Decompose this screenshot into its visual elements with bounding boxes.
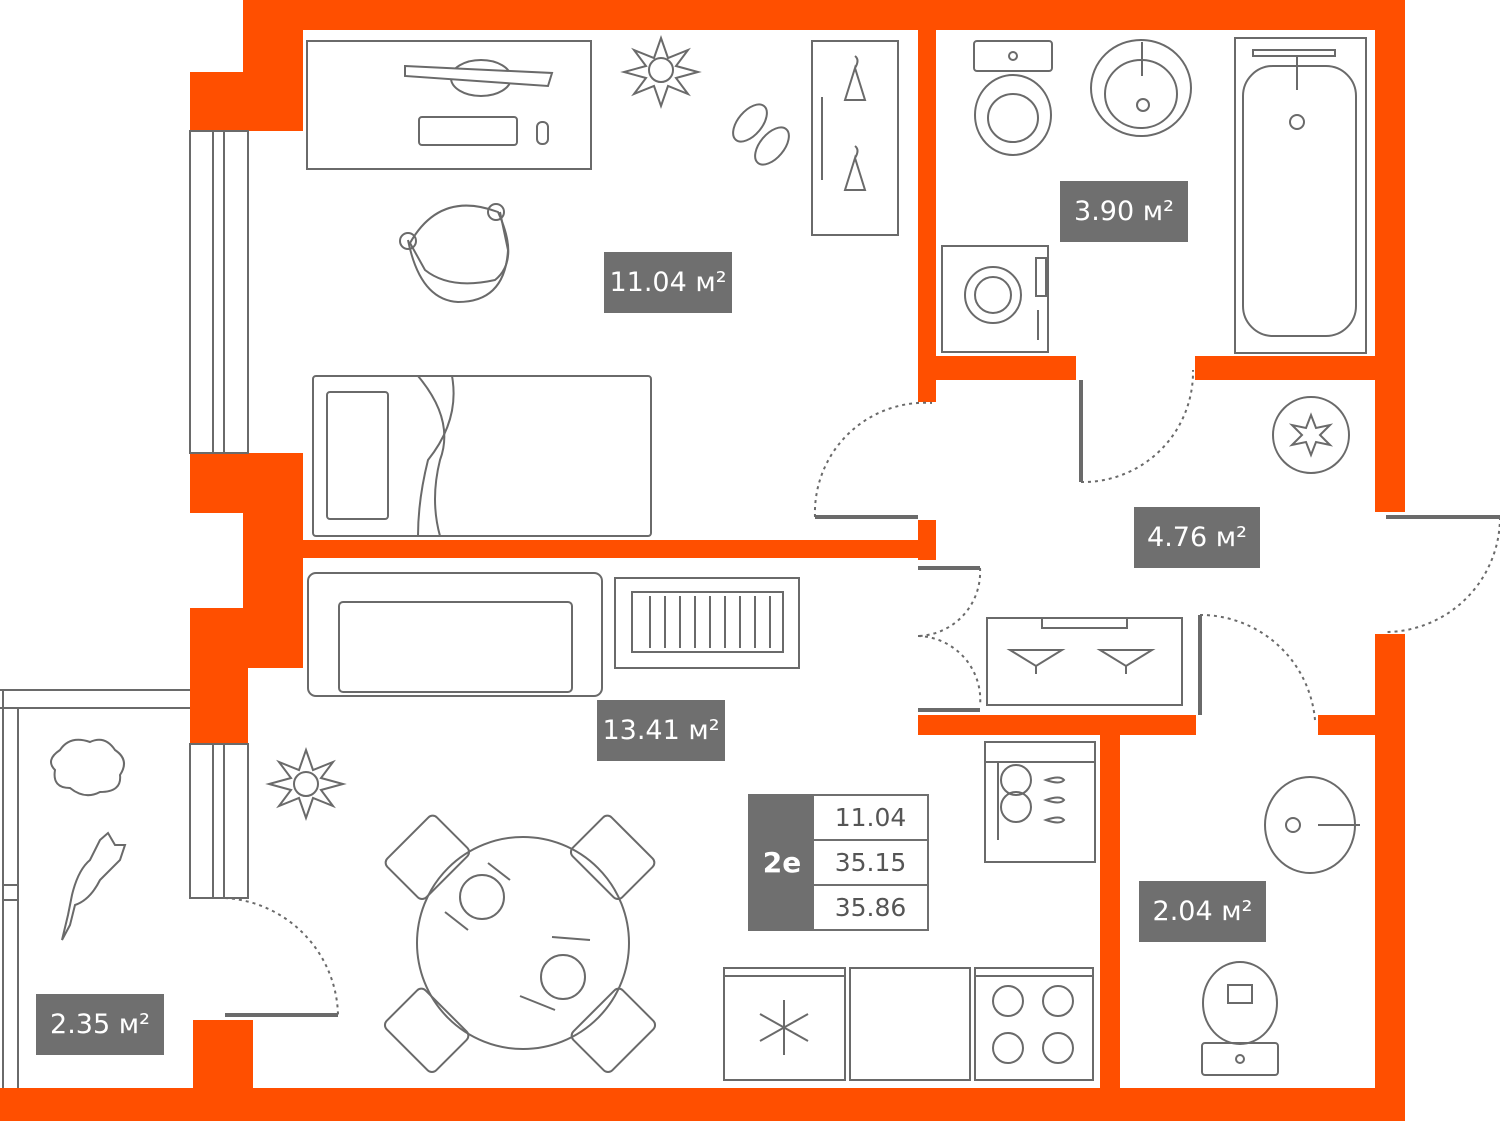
door-entrance [1385, 515, 1500, 633]
sink-icon [1264, 776, 1360, 874]
area-label-bathroom: 3.90 м² [1060, 181, 1188, 242]
washing-machine-icon [941, 245, 1049, 353]
area-label-toilet: 2.04 м² [1139, 881, 1266, 942]
balcony-railing [0, 689, 190, 1088]
area-label-balcony: 2.35 м² [36, 994, 164, 1055]
toilet-icon [973, 40, 1053, 156]
cat-icon [61, 831, 127, 941]
apartment-value-living: 11.04 [814, 796, 927, 841]
wardrobe-hallway [986, 617, 1183, 706]
kitchen-counter [723, 967, 1094, 1081]
plant-icon [620, 34, 702, 110]
apartment-info-box: 2е 11.04 35.15 35.86 [748, 794, 929, 931]
dishwasher-icon [984, 741, 1096, 863]
apartment-type: 2е [750, 796, 814, 929]
apartment-values: 11.04 35.15 35.86 [814, 796, 927, 929]
sofa-icon [307, 572, 603, 697]
hanger-icon [1006, 649, 1066, 674]
hanger-icon [843, 145, 867, 191]
armchair-icon [399, 203, 510, 304]
door-toilet [1198, 613, 1316, 721]
stove-icon [992, 985, 1074, 1064]
door-balcony [224, 897, 339, 1017]
door-bedroom [813, 401, 933, 519]
toilet-icon [1201, 961, 1279, 1076]
bush-icon [50, 738, 125, 797]
bathtub-icon [1234, 37, 1367, 354]
area-label-hallway: 4.76 м² [1134, 507, 1260, 568]
plant-icon [265, 746, 347, 822]
door-bathroom [1079, 369, 1195, 484]
desk-icon [306, 40, 592, 170]
window-bedroom [189, 130, 249, 454]
walls [0, 0, 1405, 1121]
area-label-bedroom: 11.04 м² [604, 252, 732, 313]
apartment-value-total-with-balcony: 35.86 [834, 893, 907, 922]
apartment-value-total: 35.15 [814, 841, 927, 886]
hanger-icon [1096, 649, 1156, 674]
wardrobe-bedroom [811, 40, 899, 236]
sink-icon [1090, 39, 1192, 137]
bed-icon [312, 375, 652, 537]
snowflake-icon [759, 1000, 809, 1055]
hanger-icon [843, 55, 867, 101]
area-label-living-kitchen: 13.41 м² [597, 700, 725, 761]
slippers-icon [732, 103, 790, 166]
bookshelf [614, 577, 800, 669]
door-living [917, 566, 982, 712]
window-living [189, 743, 249, 899]
dining-table-icon [383, 814, 657, 1074]
plant-icon [1272, 396, 1350, 474]
